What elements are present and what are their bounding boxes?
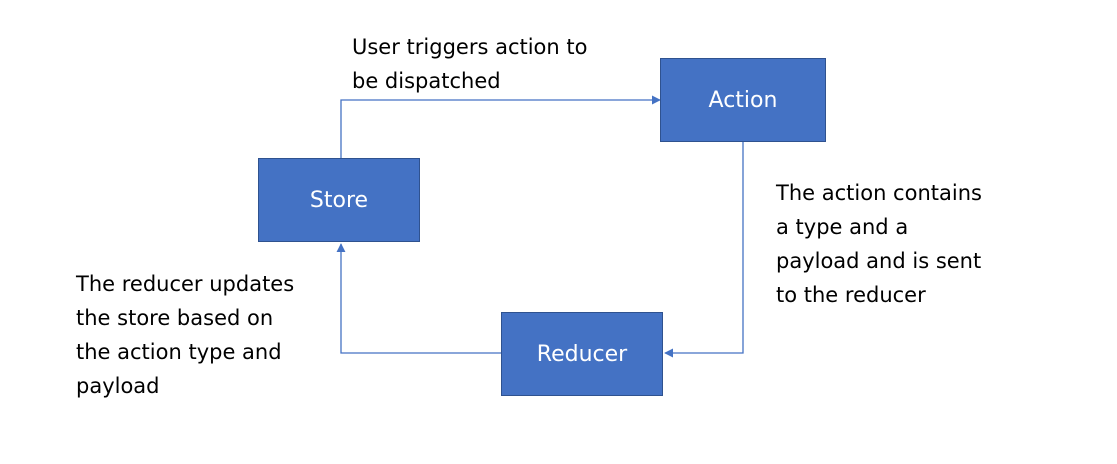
action-node: Action bbox=[660, 58, 826, 142]
store-node-label: Store bbox=[309, 187, 369, 213]
connector-store-to-action bbox=[340, 95, 661, 158]
action-to-reducer-edge-label: The action contains a type and a payload… bbox=[776, 181, 982, 307]
action-node-label: Action bbox=[708, 87, 778, 113]
dispatch-edge-label: User triggers action to be dispatched bbox=[352, 35, 588, 93]
reducer-node-label: Reducer bbox=[536, 341, 628, 367]
reducer-to-store-edge-label: The reducer updates the store based on t… bbox=[76, 272, 295, 398]
connector-reducer-to-store bbox=[336, 243, 501, 354]
connector-action-to-reducer bbox=[664, 142, 744, 358]
store-node: Store bbox=[258, 158, 420, 242]
reducer-node: Reducer bbox=[501, 312, 663, 396]
